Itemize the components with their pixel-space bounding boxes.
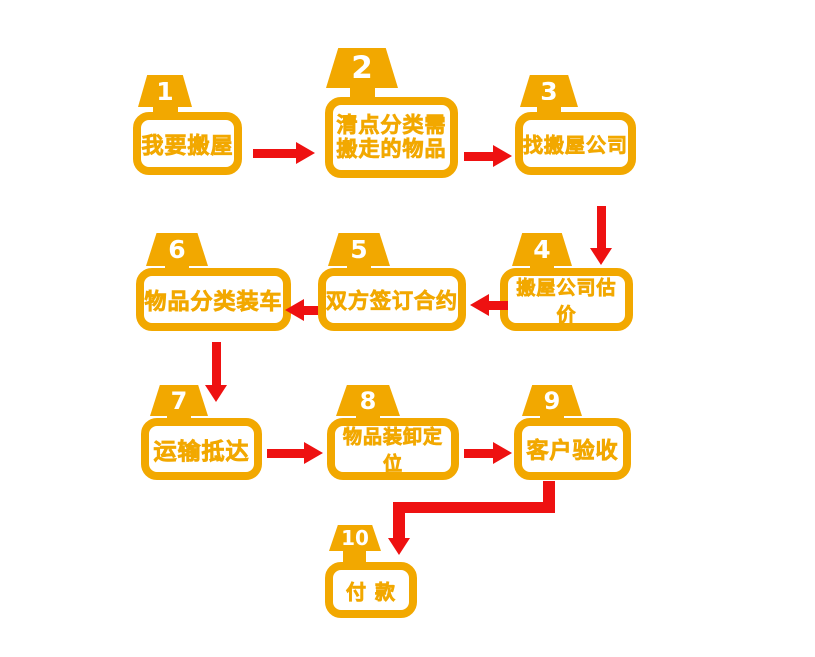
arrow-down-icon — [205, 385, 227, 402]
arrow-9-to-10-segment-down — [543, 481, 555, 507]
step-5-label: 双方签订合约 — [326, 288, 458, 313]
arrow-left-icon — [285, 299, 304, 321]
arrow-3-to-4-shaft — [597, 206, 606, 249]
step-2-label-line1: 清点分类需 — [336, 112, 447, 137]
step-4-number: 4 — [533, 235, 551, 264]
step-2-label: 清点分类需 搬走的物品 — [336, 112, 447, 161]
arrow-4-to-5-shaft — [488, 301, 508, 310]
step-4-box: 搬屋公司估价 — [500, 268, 633, 331]
step-6-number-tab: 6 — [146, 233, 208, 266]
step-10-connector-stem — [343, 547, 366, 566]
arrow-1-to-2-shaft — [253, 149, 297, 158]
step-7-label: 运输抵达 — [153, 439, 250, 466]
step-8-box: 物品装卸定位 — [327, 418, 459, 480]
step-5-box: 双方签订合约 — [318, 268, 466, 331]
step-2-box: 清点分类需 搬走的物品 — [325, 97, 458, 178]
arrow-right-icon — [296, 142, 315, 164]
arrow-5-to-6-shaft — [303, 306, 318, 315]
step-2-number: 2 — [351, 49, 373, 86]
arrow-right-icon — [304, 442, 323, 464]
arrow-right-icon — [493, 442, 512, 464]
step-10-label: 付 款 — [346, 579, 396, 604]
arrow-8-to-9-shaft — [464, 449, 494, 458]
step-10-box: 付 款 — [325, 562, 417, 618]
step-4-label: 搬屋公司估价 — [516, 276, 617, 326]
step-2-connector-stem — [350, 82, 375, 101]
step-7-box: 运输抵达 — [141, 418, 262, 480]
arrow-2-to-3-shaft — [464, 152, 494, 161]
step-1-label: 我要搬屋 — [141, 133, 234, 159]
step-10-number-tab: 10 — [329, 525, 381, 551]
step-6-label: 物品分类装车 — [144, 289, 283, 315]
arrow-down-icon — [388, 538, 410, 555]
step-2-number-tab: 2 — [326, 48, 398, 88]
arrow-6-to-7-shaft — [212, 342, 221, 386]
step-8-number: 8 — [359, 386, 377, 415]
step-9-number: 9 — [543, 386, 561, 415]
arrow-right-icon — [493, 145, 512, 167]
arrow-9-to-10-segment-drop — [393, 508, 405, 539]
step-2-label-line2: 搬走的物品 — [336, 136, 447, 161]
step-6-number: 6 — [168, 235, 186, 264]
step-5-number: 5 — [350, 235, 368, 264]
arrow-7-to-8-shaft — [267, 449, 305, 458]
arrow-9-to-10-segment-across — [393, 502, 555, 513]
step-7-number: 7 — [170, 386, 188, 415]
step-9-label: 客户验收 — [526, 439, 619, 465]
arrow-down-icon — [590, 248, 612, 265]
step-3-number: 3 — [540, 76, 558, 106]
step-8-label: 物品装卸定位 — [342, 426, 443, 476]
step-3-label: 找搬屋公司 — [523, 133, 628, 158]
arrow-left-icon — [470, 294, 489, 316]
step-6-box: 物品分类装车 — [136, 268, 291, 331]
step-10-number: 10 — [341, 526, 369, 550]
step-9-box: 客户验收 — [514, 418, 631, 480]
step-1-box: 我要搬屋 — [133, 112, 242, 175]
step-3-box: 找搬屋公司 — [515, 112, 636, 175]
step-1-number: 1 — [156, 76, 174, 106]
